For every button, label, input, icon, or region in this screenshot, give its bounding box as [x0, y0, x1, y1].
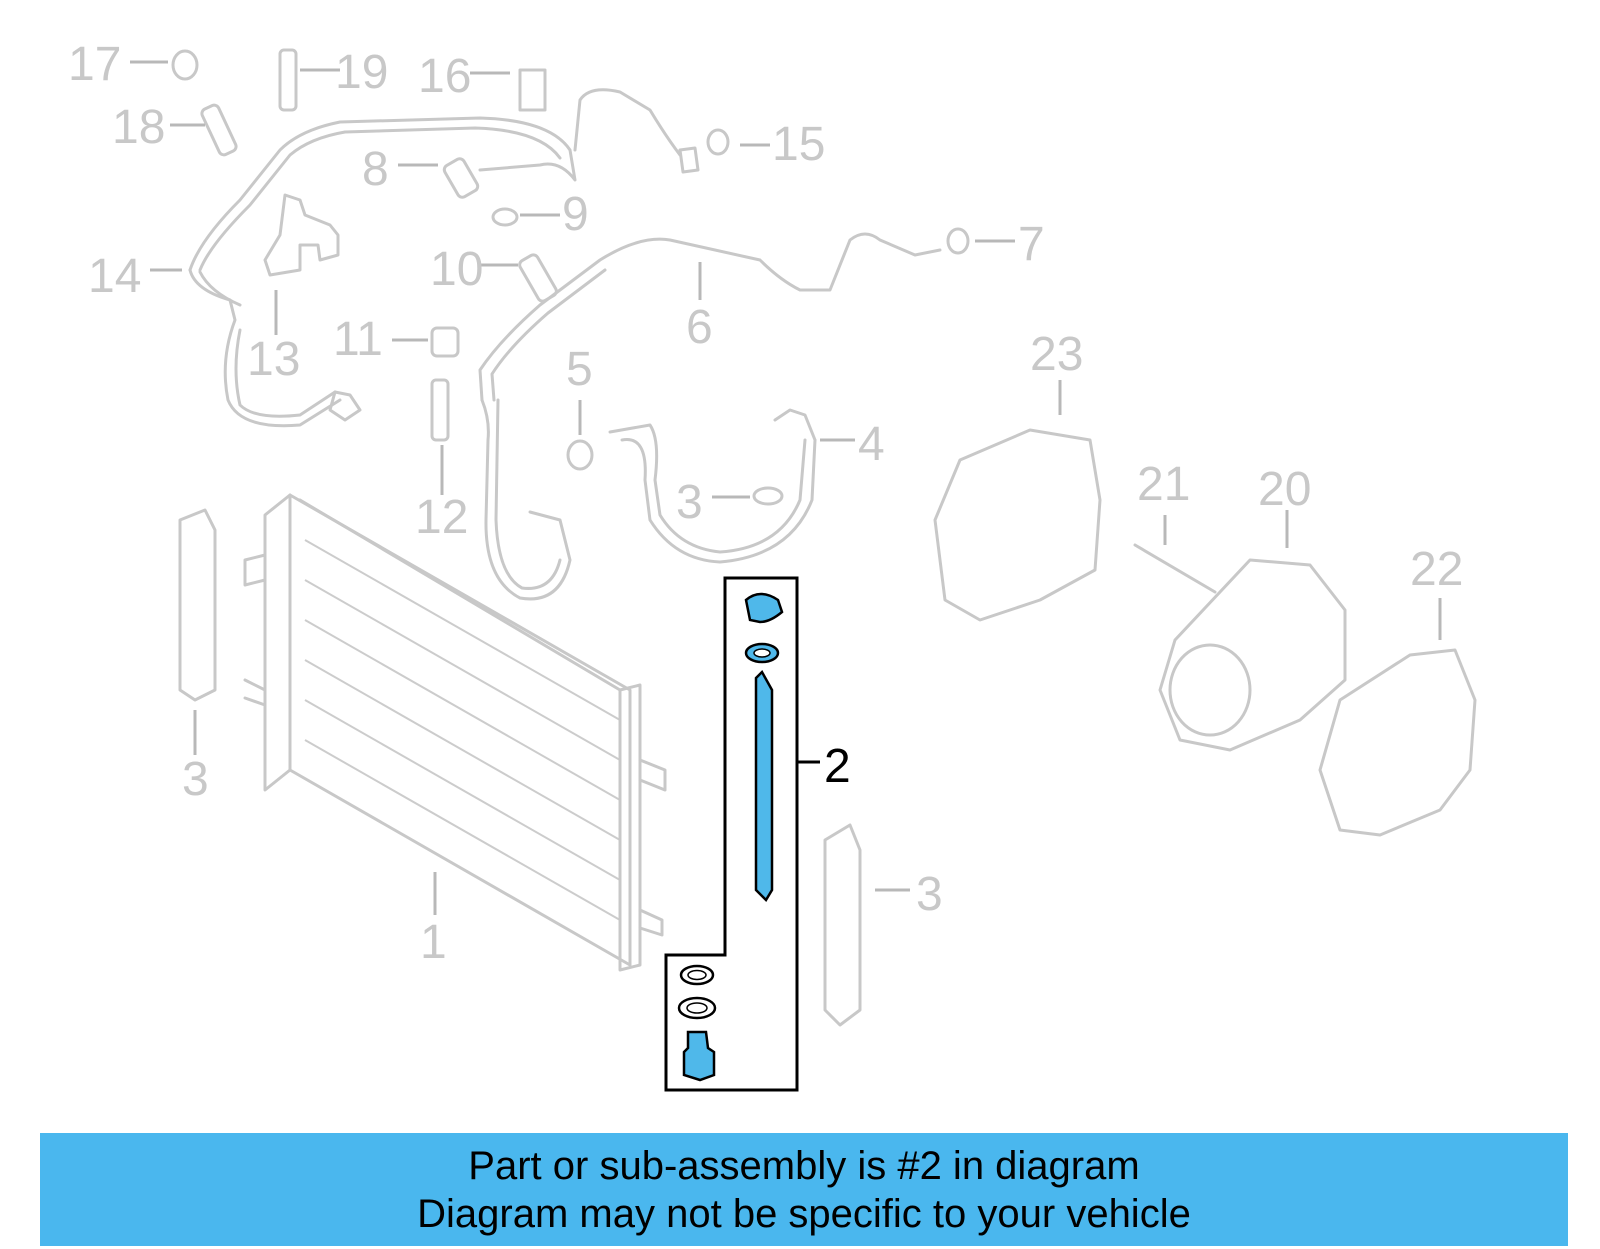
callout-4: 4 [858, 418, 885, 471]
callout-13: 12 [415, 491, 468, 544]
callout-23: 22 [1410, 543, 1463, 596]
callout-24: 23 [1030, 328, 1083, 381]
callout-10: 9 [562, 188, 589, 241]
callout-5: 3 [676, 476, 703, 529]
callout-15: 14 [88, 250, 141, 303]
part-2-boundary-box [664, 576, 799, 1092]
callout-16: 15 [772, 118, 825, 171]
leader-lines [130, 60, 1442, 915]
callout-1: 1 [420, 916, 447, 969]
parts-diagram: 17 19 16 18 15 8 9 10 7 14 6 11 13 5 23 … [68, 38, 1477, 1092]
callout-7: 6 [686, 301, 713, 354]
condenser [243, 493, 667, 972]
callout-14: 13 [247, 333, 300, 386]
callout-3-left: 3 [182, 753, 209, 806]
compressor-group [933, 428, 1477, 837]
callout-18: 17 [68, 38, 121, 91]
callout-22: 21 [1137, 458, 1190, 511]
part-2-desiccant-tube [754, 669, 774, 903]
callout-20: 19 [335, 46, 388, 99]
banner-line-1: Part or sub-assembly is #2 in diagram [468, 1143, 1140, 1188]
banner-line-2: Diagram may not be specific to your vehi… [417, 1191, 1191, 1236]
callout-2: 2 [824, 740, 851, 793]
callout-labels: 17 19 16 18 15 8 9 10 7 14 6 11 13 5 23 … [68, 38, 1463, 969]
small-fittings [171, 48, 970, 506]
callout-11: 10 [430, 243, 483, 296]
part-2-kit [664, 576, 820, 1092]
ac-lines-upper [188, 88, 942, 601]
callout-9: 8 [362, 143, 389, 196]
callout-12: 11 [333, 313, 383, 366]
callout-3-right: 3 [916, 868, 943, 921]
part-2-plug [682, 1030, 716, 1082]
callout-8: 7 [1018, 218, 1045, 271]
callout-6: 5 [566, 343, 593, 396]
callout-19: 18 [112, 101, 165, 154]
air-guides [178, 508, 862, 1027]
info-banner: Part or sub-assembly is #2 in diagram Di… [40, 1133, 1568, 1246]
part-2-cap [744, 592, 784, 624]
callout-21: 20 [1258, 463, 1311, 516]
callout-17: 16 [418, 50, 471, 103]
